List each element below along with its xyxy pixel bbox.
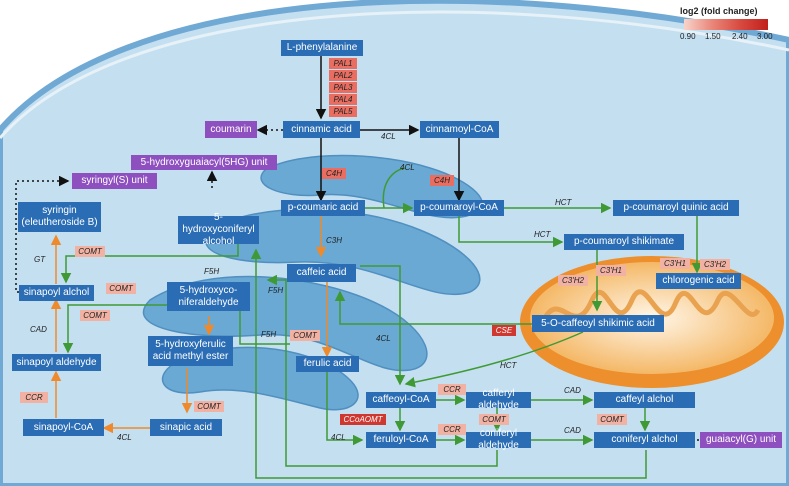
- gene-ccr-b: CCR: [438, 424, 466, 435]
- node-coumarin: coumarin: [205, 121, 257, 138]
- node-5hg-unit: 5-hydroxyguaiacyl(5HG) unit: [131, 155, 277, 170]
- gene-c4h-a: C4H: [322, 168, 346, 179]
- gene-comt-e: COMT: [194, 401, 224, 412]
- node-p-coumaric-acid: p-coumaric acid: [281, 200, 365, 216]
- label-f5h-b: F5H: [268, 286, 284, 295]
- node-chlorogenic-acid: chlorogenic acid: [656, 273, 741, 289]
- gene-c3h1-b: C3'H1: [660, 258, 690, 269]
- gene-c3h2-a: C3'H2: [558, 275, 588, 286]
- gene-ccr-c: CCR: [20, 392, 48, 403]
- node-cinnamic-acid: cinnamic acid: [283, 121, 360, 138]
- gene-comt-g: COMT: [597, 414, 627, 425]
- gene-comt-c: COMT: [80, 310, 110, 321]
- gene-pal2: PAL2: [329, 70, 357, 81]
- legend-tick-1: 0.90: [680, 32, 696, 41]
- gene-ccoaomt: CCoAOMT: [340, 414, 386, 425]
- legend-colorbar: [684, 19, 768, 30]
- node-5-hydroxyferulic-acid-methyl-ester: 5-hydroxyferulic acid methyl ester: [148, 336, 233, 366]
- label-hct-b: HCT: [534, 230, 551, 239]
- label-f5h-a: F5H: [204, 267, 220, 276]
- gene-pal3: PAL3: [329, 82, 357, 93]
- gene-c4h-b: C4H: [430, 175, 454, 186]
- node-cinnamoyl-coa: cinnamoyl-CoA: [420, 121, 499, 138]
- node-syringin: syringin (eleutheroside B): [18, 202, 101, 232]
- label-cad-b: CAD: [564, 386, 581, 395]
- gene-ccr-a: CCR: [438, 384, 466, 395]
- label-4cl-a: 4CL: [381, 132, 396, 141]
- label-c3h: C3H: [326, 236, 343, 245]
- gene-comt-d: COMT: [290, 330, 320, 341]
- node-guaiacyl-unit: guaiacyl(G) unit: [700, 432, 782, 448]
- gene-pal5: PAL5: [329, 106, 357, 117]
- node-coniferyl-aldehyde: coniferyl aldehyde: [466, 428, 531, 451]
- node-5-hydroxyconiferyl-alcohol: 5-hydroxyconiferyl alcohol: [178, 212, 259, 247]
- node-syringyl-unit: syringyl(S) unit: [72, 173, 157, 189]
- legend-tick-3: 2.40: [732, 32, 748, 41]
- label-f5h-c: F5H: [261, 330, 277, 339]
- node-sinapoyl-alchol: sinapoyl alchol: [19, 285, 94, 301]
- label-4cl-d: 4CL: [331, 433, 346, 442]
- gene-c3h1-a: C3'H1: [596, 265, 626, 276]
- node-sinapic-acid: sinapic acid: [150, 419, 222, 436]
- node-p-coumaroyl-shikimate: p-coumaroyl shikimate: [564, 234, 684, 250]
- node-p-coumaroyl-coa: p-coumaroyl-CoA: [414, 200, 504, 216]
- gene-comt-b: COMT: [106, 283, 136, 294]
- gene-comt-a: COMT: [75, 246, 105, 257]
- label-4cl-c: 4CL: [376, 334, 391, 343]
- node-caffeic-acid: caffeic acid: [287, 264, 356, 282]
- node-l-phenylalanine: L-phenylalanine: [281, 40, 363, 56]
- legend-tick-4: 3.00: [757, 32, 773, 41]
- label-hct-a: HCT: [555, 198, 572, 207]
- node-coniferyl-alchol: coniferyl alchol: [594, 432, 695, 448]
- legend-tick-2: 1.50: [705, 32, 721, 41]
- node-ferulic-acid: ferulic acid: [296, 356, 359, 372]
- gene-comt-f: COMT: [479, 414, 509, 425]
- node-5-o-caffeoyl-shikimic-acid: 5-O-caffeoyl shikimic acid: [532, 315, 664, 332]
- node-feruloyl-coa: feruloyl-CoA: [366, 432, 436, 448]
- label-cad-c: CAD: [564, 426, 581, 435]
- node-sinapoyl-coa: sinapoyl-CoA: [23, 419, 104, 436]
- gene-cse: CSE: [492, 325, 516, 336]
- label-hct-c: HCT: [500, 361, 517, 370]
- node-p-coumaroyl-quinic-acid: p-coumaroyl quinic acid: [613, 200, 739, 216]
- label-cad-a: CAD: [30, 325, 47, 334]
- gene-pal4: PAL4: [329, 94, 357, 105]
- label-4cl-b: 4CL: [400, 163, 415, 172]
- node-sinapoyl-aldehyde: sinapoyl aldehyde: [12, 354, 101, 371]
- label-gt: GT: [34, 255, 46, 264]
- legend-title: log2 (fold change): [680, 6, 758, 16]
- node-cafferyl-aldehyde: cafferyl aldehyde: [466, 388, 531, 411]
- node-caffeoyl-coa: caffeoyl-CoA: [366, 392, 436, 408]
- gene-pal1: PAL1: [329, 58, 357, 69]
- node-5-hydroxyconiferaldehyde: 5-hydroxyco- niferaldehyde: [167, 282, 250, 311]
- node-caffeyl-alchol: caffeyl alchol: [594, 392, 695, 408]
- label-4cl-e: 4CL: [117, 433, 132, 442]
- gene-c3h2-b: C3'H2: [700, 259, 730, 270]
